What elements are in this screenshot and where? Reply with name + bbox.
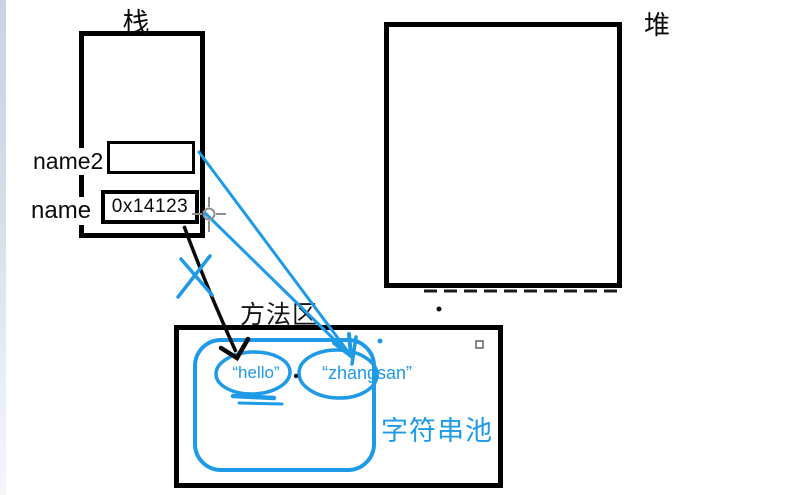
name-box-address: 0x14123 [111,196,189,217]
name-value-box: 0x14123 [101,190,199,224]
zhangsan-string-literal: “zhangsan” [322,363,413,383]
cross-out-mark-stroke-2 [176,254,212,299]
cross-out-mark-stroke-1 [179,257,214,297]
name2-value-box [107,141,195,174]
window-left-edge [0,0,6,495]
name-variable-label: name [29,197,94,225]
heap-title: 堆 [644,10,671,40]
stack-title: 栈 [122,8,150,38]
heap-box [384,22,622,288]
string-pool-title: 字符串池 [381,416,493,446]
name2-variable-label: name2 [31,148,106,175]
hello-string-literal: “hello” [232,363,280,382]
string-pool-box [193,338,376,472]
method-area-title: 方法区 [240,301,319,329]
black-dot-above-method-area [436,306,442,312]
crosshair-cursor-circle [202,207,216,221]
